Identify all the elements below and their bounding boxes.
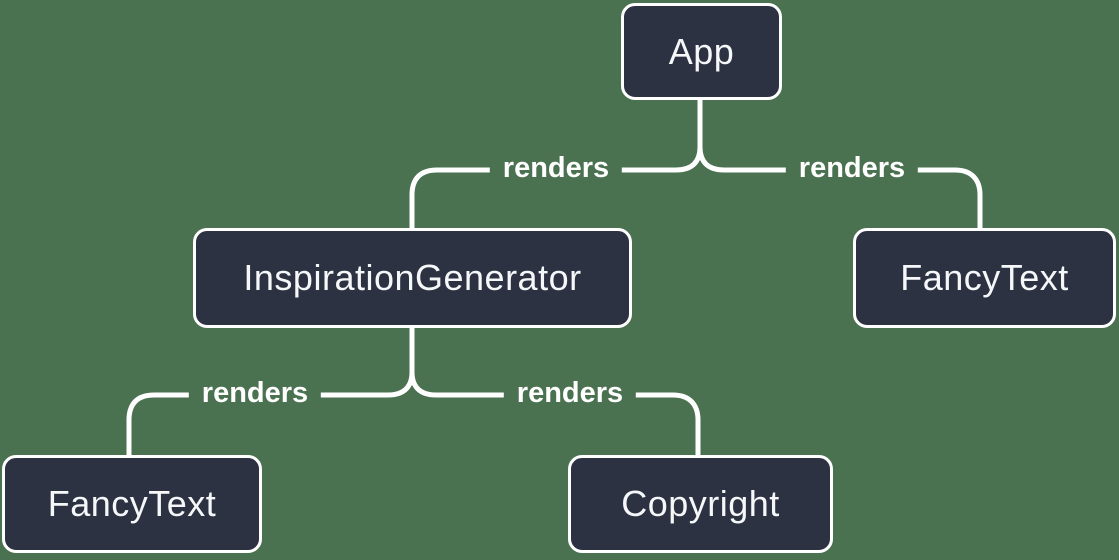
edge-label-renders-inspiration-generator-to-fancy-text: renders: [188, 377, 322, 411]
node-app: App: [621, 3, 782, 100]
edge-app-to-inspiration-generator: [409, 144, 703, 231]
node-inspiration-generator: InspirationGenerator: [193, 228, 632, 328]
edge-inspiration-generator-to-copyright: [409, 369, 701, 458]
edge-inspiration-generator-to-fancy-text: [126, 369, 415, 458]
node-fancy-text-top: FancyText: [853, 228, 1116, 328]
edge-label-renders-inspiration-generator-to-copyright: renders: [503, 377, 637, 411]
edge-label-renders-app-to-inspiration-generator: renders: [489, 152, 623, 186]
node-copyright: Copyright: [568, 455, 833, 553]
edge-label-renders-app-to-fancy-text: renders: [785, 152, 919, 186]
edge-app-to-fancy-text: [697, 144, 983, 231]
node-fancy-text-bottom: FancyText: [2, 455, 262, 553]
